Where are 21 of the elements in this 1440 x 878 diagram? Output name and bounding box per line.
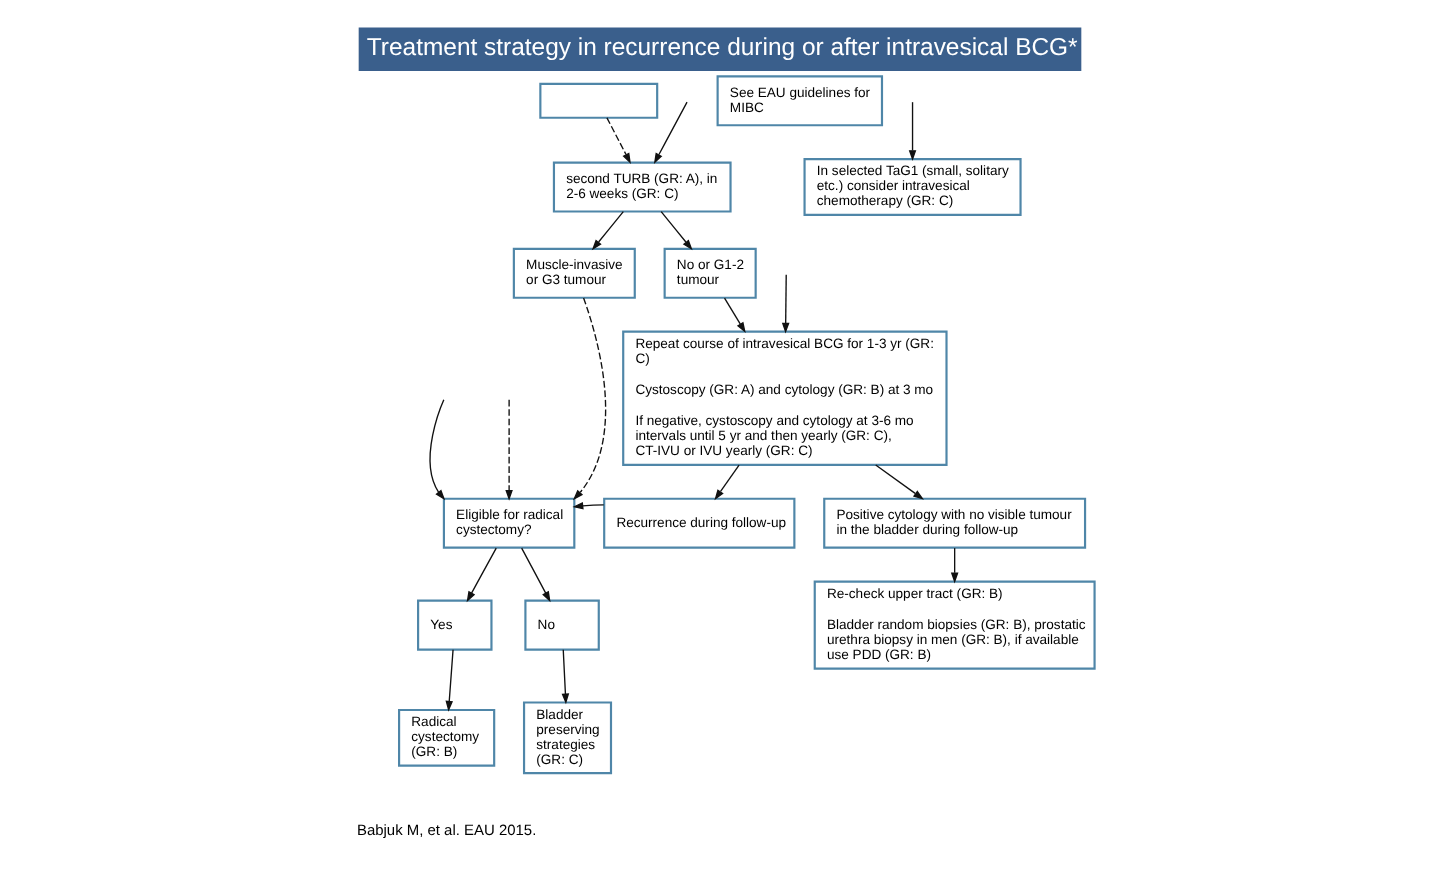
arrow	[429, 399, 446, 501]
arrow	[505, 399, 513, 501]
arrow	[714, 464, 740, 501]
arrow	[521, 547, 551, 603]
node-box	[539, 82, 659, 119]
arrow	[660, 210, 693, 251]
arrow	[572, 297, 607, 501]
diagram-title: Treatment strategy in recurrence during or after intravesical BCG*	[366, 33, 1078, 62]
arrow	[561, 649, 570, 705]
arrow	[591, 210, 624, 251]
arrow	[653, 101, 688, 164]
arrow	[723, 297, 746, 333]
label: Babjuk M, et al. EAU 2015.	[356, 821, 537, 840]
arrow	[781, 274, 790, 334]
arrow	[950, 547, 959, 584]
arrow	[908, 101, 917, 162]
arrow	[572, 501, 605, 510]
arrow	[875, 464, 924, 500]
arrow	[466, 547, 497, 603]
arrow	[445, 649, 454, 712]
arrow	[606, 117, 631, 164]
